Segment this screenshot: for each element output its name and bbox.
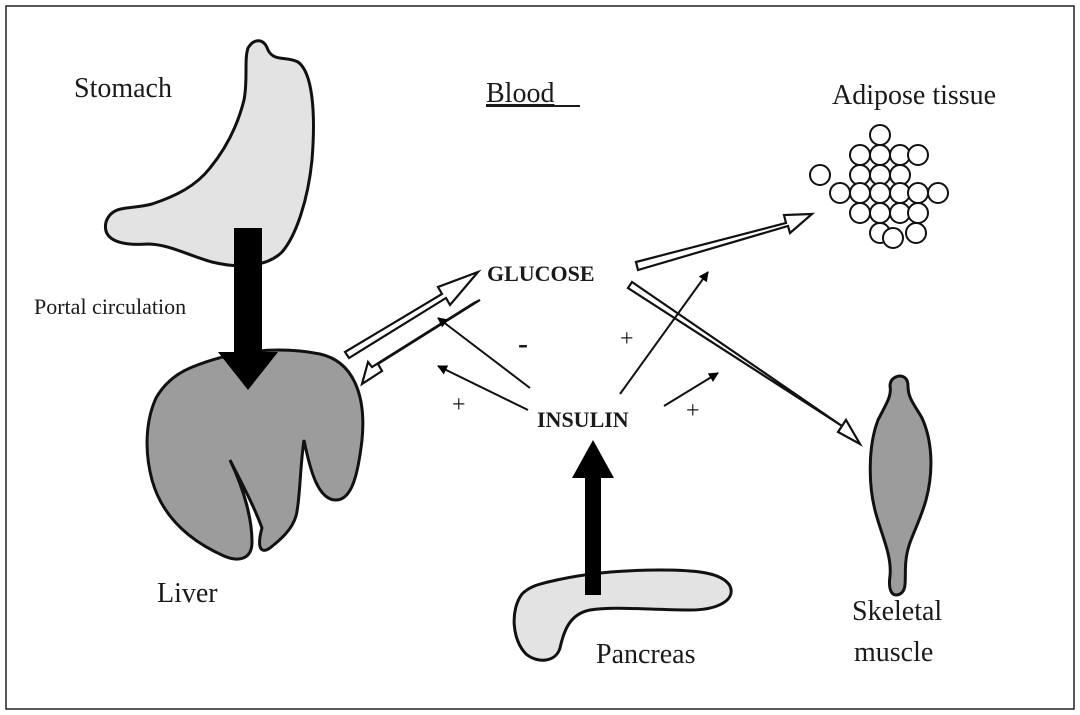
plus-sign-adipose: + bbox=[620, 326, 634, 352]
liver-shape bbox=[147, 350, 363, 559]
fat-cell bbox=[850, 183, 870, 203]
muscle-shape bbox=[870, 376, 931, 595]
liver-label: Liver bbox=[157, 578, 218, 609]
plus-sign-muscle: + bbox=[686, 398, 700, 424]
fat-cell bbox=[908, 183, 928, 203]
pancreas-label: Pancreas bbox=[596, 639, 696, 670]
fat-cell bbox=[908, 145, 928, 165]
skeletal-muscle-label-line1: Skeletal bbox=[852, 596, 942, 627]
portal-circulation-label: Portal circulation bbox=[34, 294, 186, 319]
fat-cell bbox=[850, 145, 870, 165]
fat-cell bbox=[870, 183, 890, 203]
adipose-cells bbox=[810, 125, 948, 248]
glucose-label: GLUCOSE bbox=[487, 261, 595, 286]
fat-cell bbox=[908, 203, 928, 223]
insulin-inhibit-liver-output-arrow bbox=[438, 318, 530, 388]
glucose-to-muscle-arrow bbox=[628, 282, 860, 444]
minus-sign-liver-output: - bbox=[518, 327, 528, 360]
adipose-label: Adipose tissue bbox=[832, 80, 996, 111]
blood-label: Blood bbox=[486, 78, 554, 109]
fat-cell bbox=[870, 145, 890, 165]
fat-cell bbox=[906, 223, 926, 243]
fat-cell bbox=[830, 183, 850, 203]
insulin-label: INSULIN bbox=[537, 407, 629, 432]
plus-sign-liver-uptake: + bbox=[452, 392, 466, 418]
stomach-label: Stomach bbox=[74, 73, 172, 104]
fat-cell bbox=[850, 203, 870, 223]
fat-cell bbox=[870, 125, 890, 145]
fat-cell bbox=[810, 165, 830, 185]
skeletal-muscle-label-line2: muscle bbox=[854, 637, 933, 668]
fat-cell bbox=[883, 228, 903, 248]
glucose-to-adipose-arrow bbox=[636, 214, 812, 270]
fat-cell bbox=[870, 203, 890, 223]
fat-cell bbox=[928, 183, 948, 203]
